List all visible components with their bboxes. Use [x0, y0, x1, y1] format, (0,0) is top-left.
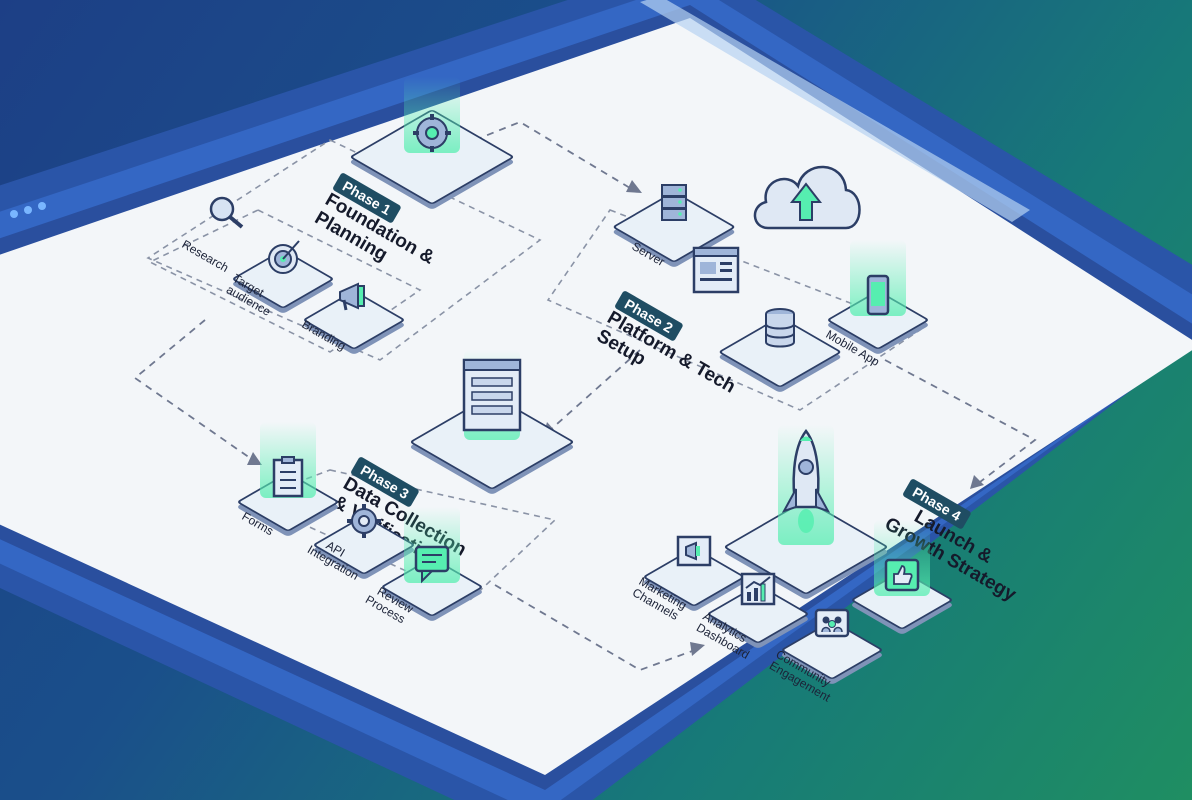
bezel-dot [24, 206, 32, 214]
target-icon [261, 233, 305, 277]
flow-2-to-4 [884, 359, 1037, 483]
marketing-board-icon [672, 531, 716, 575]
chat-bubble-icon [410, 541, 454, 585]
bezel-dot [38, 202, 46, 210]
magnifier-icon [204, 189, 248, 233]
server-icon [652, 181, 696, 225]
phase1-inner-box [148, 209, 422, 353]
clipboard-icon [266, 456, 310, 500]
rocket-icon [778, 427, 834, 537]
cloud-upload-icon [748, 150, 864, 240]
bar-chart-icon [736, 568, 780, 612]
document-list-icon [458, 356, 526, 436]
phase1-group-box [146, 139, 542, 361]
community-icon [810, 604, 854, 648]
smartphone-icon [856, 274, 900, 318]
flow-1-to-2 [474, 120, 631, 189]
database-icon [758, 306, 802, 350]
flow-arrowhead [247, 452, 262, 465]
api-gear-icon [342, 499, 386, 543]
megaphone-icon [332, 274, 376, 318]
flow-3-to-4 [494, 584, 696, 671]
flow-arrowhead [690, 642, 705, 656]
flow-arrowhead [626, 180, 642, 193]
browser-window-icon [688, 244, 744, 300]
phase2-group-box [546, 209, 922, 411]
flow-arrowhead [970, 475, 984, 489]
flow-1-to-3 [133, 319, 251, 459]
gear-icon [410, 111, 454, 155]
bezel-dot [10, 210, 18, 218]
thumbs-up-icon [880, 554, 924, 598]
bezel-highlight [640, 0, 1030, 222]
screen [0, 18, 1192, 775]
